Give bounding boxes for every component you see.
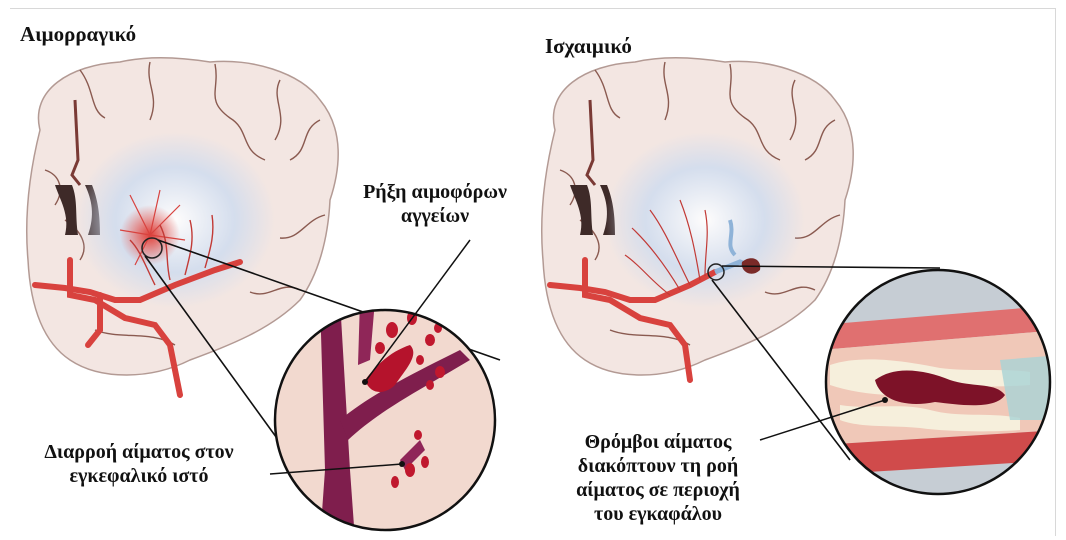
right-brain-section xyxy=(542,58,853,380)
clot-callout-line: διακόπτουν τη ροή xyxy=(548,454,768,478)
rupture-callout: Ρήξη αιμοφόρων αγγείων xyxy=(330,180,540,228)
rupture-callout-line: αγγείων xyxy=(330,204,540,228)
leak-callout-line: εγκεφαλικό ιστό xyxy=(14,464,264,488)
leak-callout-line: Διαρροή αίματος στον xyxy=(14,440,264,464)
left-brain-section xyxy=(27,58,338,395)
rupture-pointer-dot xyxy=(362,379,368,385)
clot-callout-line: του εγκαφάλου xyxy=(548,502,768,526)
clot-callout-line: Θρόμβοι αίματος xyxy=(548,430,768,454)
right-affected-zone xyxy=(605,132,805,308)
left-magnified-view xyxy=(275,300,495,540)
leak-pointer-dot xyxy=(399,461,405,467)
right-magnified-view xyxy=(820,270,1060,494)
clot-pointer-dot xyxy=(882,397,888,403)
ischemic-title: Ισχαιμικό xyxy=(545,34,632,58)
clot-callout-line: αίματος σε περιοχή xyxy=(548,478,768,502)
rupture-callout-line: Ρήξη αιμοφόρων xyxy=(330,180,540,204)
hemorrhagic-title: Αιμορραγικό xyxy=(20,22,136,46)
clot-callout: Θρόμβοι αίματος διακόπτουν τη ροή αίματο… xyxy=(548,430,768,526)
leak-callout: Διαρροή αίματος στον εγκεφαλικό ιστό xyxy=(14,440,264,488)
